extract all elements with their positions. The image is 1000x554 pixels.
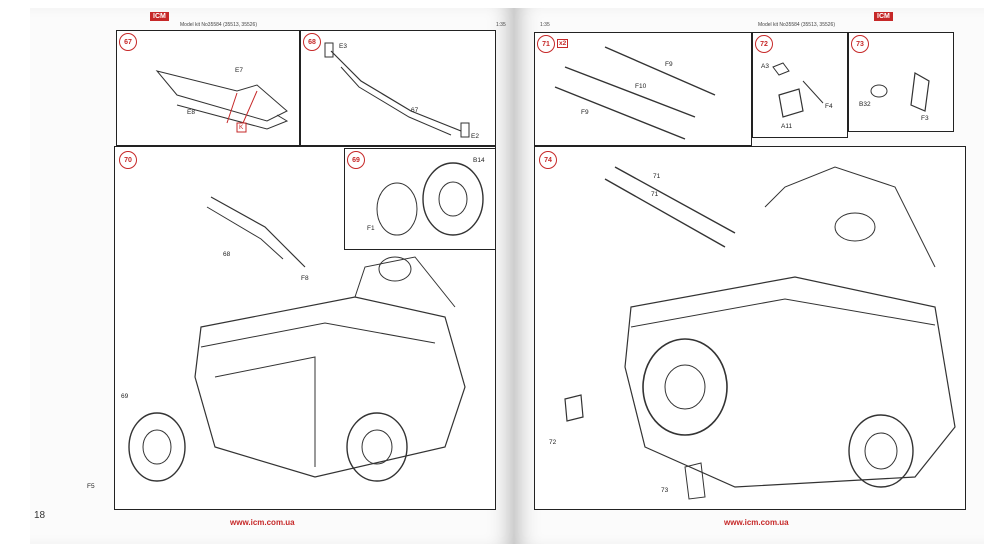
step-74-ref-72: 72	[549, 439, 557, 446]
step-72-label-a3: A3	[761, 63, 769, 70]
step-68-label-e3: E3	[339, 43, 347, 50]
step-70-drawing	[128, 196, 466, 482]
step-67-panel: 67 E7 E8 K	[116, 30, 300, 146]
step-67-number: 67	[119, 33, 137, 51]
step-70-ref-69: 69	[121, 393, 129, 400]
step-72-drawing	[772, 62, 824, 118]
step-69-label-f1: F1	[367, 225, 375, 232]
step-71-panel: 71 x2 F9 F10 F9	[534, 32, 752, 146]
right-header-scale: 1:35	[540, 22, 550, 28]
step-74-ref-71-upper: 71	[653, 173, 661, 180]
step-71-multiplier: x2	[557, 39, 569, 48]
step-71-label-f9-top: F9	[665, 61, 673, 68]
right-header-logo: ICM	[874, 12, 893, 21]
step-68-panel: 68 E3 E2 67	[300, 30, 496, 146]
step-67-label-e8: E8	[187, 109, 195, 116]
step-69-panel: 69 B14 F1	[344, 148, 496, 250]
step-74-ref-71-lower: 71	[651, 191, 659, 198]
step-70-label-f8: F8	[301, 275, 309, 282]
left-page-url: www.icm.com.ua	[230, 518, 295, 527]
step-74-panel: 74 71 71 72	[534, 146, 966, 510]
step-74-number: 74	[539, 151, 557, 169]
left-header-model: Model kit No35584 (35513, 35526)	[180, 22, 257, 28]
step-73-panel: 73 B32 F3	[848, 32, 954, 132]
step-72-panel: 72 A3 F4 A11	[752, 32, 848, 138]
step-67-drawing	[155, 70, 289, 133]
step-73-drawing	[870, 72, 930, 112]
step-67-label-e7: E7	[235, 67, 243, 74]
left-page: ICM Model kit No35584 (35513, 35526) 1:3…	[30, 8, 514, 544]
step-69-number: 69	[347, 151, 365, 169]
step-70-ref-68: 68	[223, 251, 231, 258]
step-69-drawing	[376, 162, 484, 236]
step-71-label-f10: F10	[635, 83, 647, 90]
step-72-label-a11: A11	[781, 123, 793, 130]
step-71-label-f9-bottom: F9	[581, 109, 589, 116]
step-68-drawing	[324, 42, 470, 138]
step-69-label-b14: B14	[473, 157, 485, 164]
right-page-url: www.icm.com.ua	[724, 518, 789, 527]
left-page-number: 18	[34, 510, 46, 521]
step-67-label-k: K	[239, 124, 244, 131]
step-68-number: 68	[303, 33, 321, 51]
step-71-number: 71	[537, 35, 555, 53]
step-70-number: 70	[119, 151, 137, 169]
step-73-number: 73	[851, 35, 869, 53]
left-header-scale: 1:35	[496, 22, 506, 28]
step-73-label-f3: F3	[921, 115, 929, 122]
step-73-label-b32: B32	[859, 101, 871, 108]
step-71-drawing	[554, 46, 716, 140]
right-page: 1:35 Model kit No35584 (35513, 35526) IC…	[514, 8, 984, 544]
step-74-drawing	[564, 166, 956, 500]
right-header-model: Model kit No35584 (35513, 35526)	[758, 22, 835, 28]
left-header-logo: ICM	[150, 12, 169, 21]
step-68-label-ref: 67	[411, 107, 419, 114]
step-72-label-f4: F4	[825, 103, 833, 110]
step-68-label-e2: E2	[471, 133, 479, 140]
step-74-ref-73: 73	[661, 487, 669, 494]
step-70-label-f5: F5	[87, 483, 95, 490]
step-72-number: 72	[755, 35, 773, 53]
